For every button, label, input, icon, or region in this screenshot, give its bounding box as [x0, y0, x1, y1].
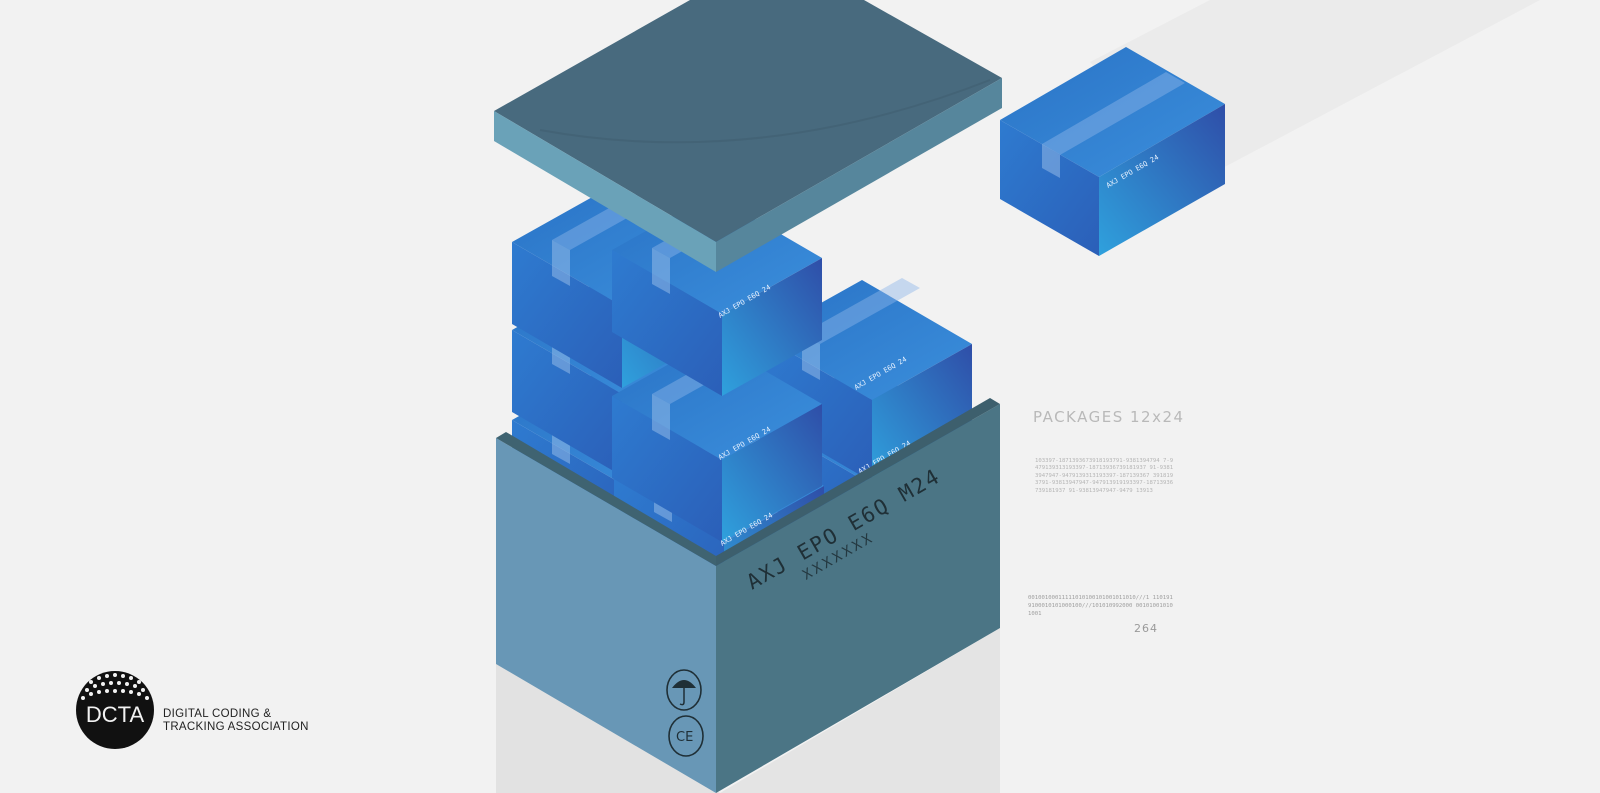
dcta-logo: DCTA DIGITAL CODING & TRACKING ASSOCIATI…: [75, 670, 315, 752]
logo-line-2: TRACKING ASSOCIATION: [163, 721, 309, 733]
crate-lid: [494, 0, 1002, 272]
umbrella-icon: [666, 669, 702, 711]
logo-line-1: DIGITAL CODING &: [163, 708, 272, 720]
logo-wordmark: DIGITAL CODING & TRACKING ASSOCIATION: [163, 708, 309, 734]
logo-acronym: DCTA: [86, 702, 145, 727]
crate: [496, 398, 1000, 793]
ce-mark-icon: CE: [668, 715, 704, 757]
crate-shadow-right: [720, 628, 1000, 793]
binary-codes: 00100100011111010100101001011010///1 110…: [1028, 595, 1173, 617]
packages-title: PACKAGES 12x24: [1033, 408, 1185, 426]
dcta-logo-mark: DCTA: [76, 671, 154, 749]
page-number: 264: [1134, 622, 1158, 635]
serial-codes: 103397-1871393673918193791-9381394794 7-…: [1035, 458, 1174, 494]
floating-package: AXJ EPO E6Q 24: [1000, 47, 1225, 256]
svg-text:CE: CE: [676, 730, 693, 745]
